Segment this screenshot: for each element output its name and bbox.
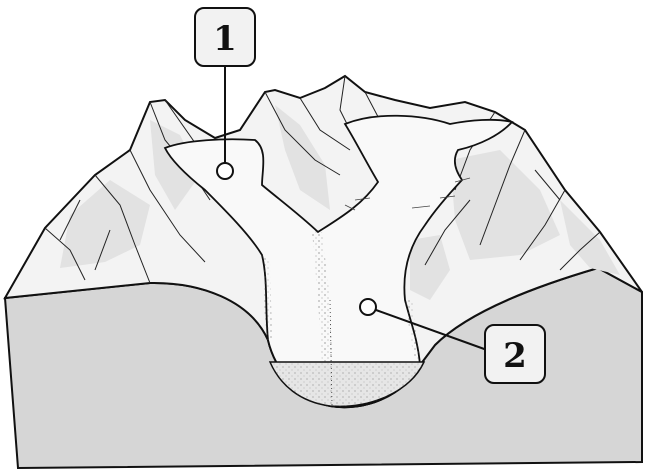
medial-moraine bbox=[312, 230, 332, 362]
glacier-flow-lines bbox=[344, 177, 471, 211]
label-box-1 bbox=[194, 7, 256, 67]
label-2-text: 2 bbox=[503, 336, 527, 376]
marker-point-1 bbox=[216, 162, 234, 180]
label-1-text: 1 bbox=[213, 19, 237, 59]
marker-point-2 bbox=[359, 298, 377, 316]
label-box-2 bbox=[484, 324, 546, 384]
mountain-shading bbox=[60, 105, 620, 300]
leader-line-2 bbox=[375, 309, 488, 351]
